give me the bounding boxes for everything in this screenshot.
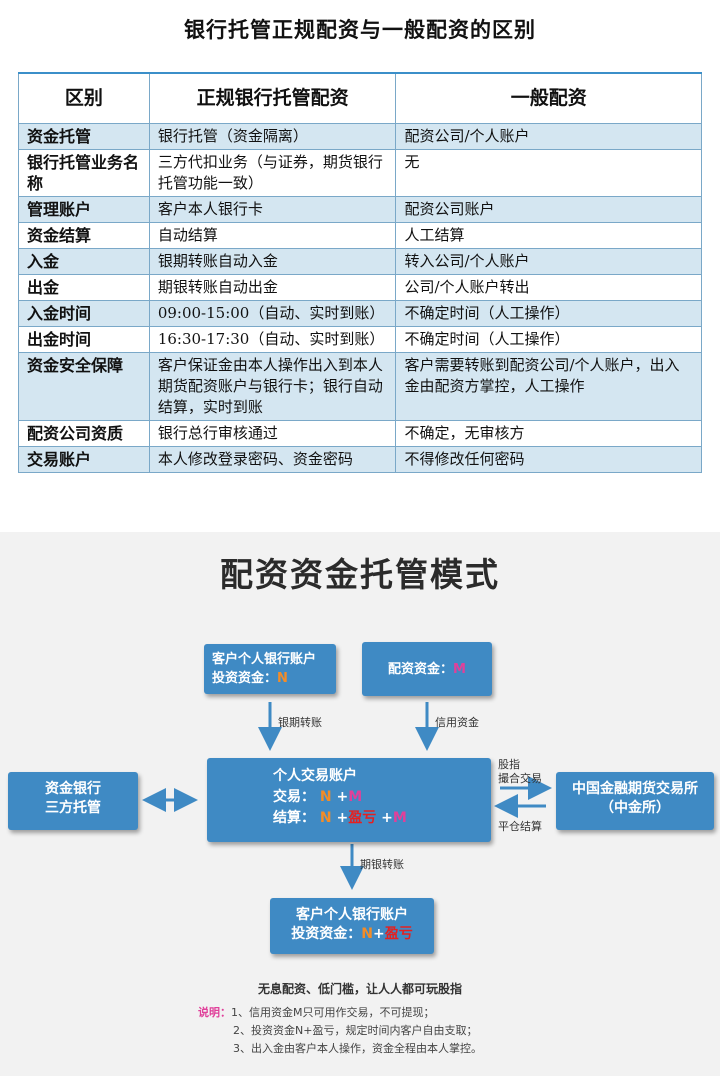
- label-stock-index: 股指: [498, 758, 520, 771]
- exchange-box: 中国金融期货交易所 （中金所）: [556, 772, 714, 830]
- row-label: 出金: [18, 273, 150, 301]
- comparison-title: 银行托管正规配资与一般配资的区别: [184, 17, 536, 42]
- row-bank-value: 三方代扣业务（与证券，期货银行托管功能一致）: [148, 148, 397, 197]
- note-item-1: 1、信用资金M只可用作交易，不可提现；: [231, 1006, 435, 1019]
- settle-profit-loss: 盈亏: [348, 810, 377, 826]
- table-row: 入金时间 09:00-15:00（自动、实时到账） 不确定时间（人工操作）: [18, 299, 702, 327]
- trade-label: 交易：: [273, 789, 315, 805]
- custody-bank-line1: 资金银行: [45, 781, 101, 797]
- row-bank-value: 16:30-17:30（自动、实时到账）: [148, 325, 397, 353]
- label-close-settlement: 平仓结算: [498, 820, 542, 833]
- result-box-plus: +: [372, 926, 385, 942]
- trade-m: M: [348, 789, 363, 805]
- exchange-line2: （中金所）: [600, 800, 670, 816]
- client-box-title: 客户个人银行账户: [212, 652, 317, 667]
- row-general-value: 人工结算: [395, 221, 702, 249]
- result-box-label: 投资资金：: [291, 926, 362, 942]
- table-row: 资金安全保障 客户保证金由本人操作出入到本人期货配资账户与银行卡；银行自动结算，…: [18, 351, 702, 421]
- row-general-value: 配资公司/个人账户: [395, 122, 702, 150]
- funding-box: 配资资金：M: [362, 642, 492, 696]
- row-bank-value: 银期转账自动入金: [148, 247, 397, 275]
- trade-n: N: [319, 789, 332, 805]
- row-label: 入金时间: [18, 299, 150, 327]
- row-bank-value: 自动结算: [148, 221, 397, 249]
- row-bank-value: 09:00-15:00（自动、实时到账）: [148, 299, 397, 327]
- row-label: 资金安全保障: [18, 351, 150, 421]
- row-label: 入金: [18, 247, 150, 275]
- note-item-3: 3、出入金由客户本人操作，资金全程由本人掌控。: [233, 1042, 482, 1055]
- diagram-title: 配资资金托管模式: [220, 555, 500, 594]
- row-label: 交易账户: [18, 445, 150, 473]
- row-label: 配资公司资质: [18, 419, 150, 447]
- header-difference: 区别: [18, 72, 150, 124]
- client-box-n: N: [277, 671, 288, 686]
- row-general-value: 不确定时间（人工操作）: [395, 325, 702, 353]
- table-row: 出金 期银转账自动出金 公司/个人账户转出: [18, 273, 702, 301]
- label-credit-funds: 信用资金: [435, 716, 479, 729]
- table-row: 出金时间 16:30-17:30（自动、实时到账） 不确定时间（人工操作）: [18, 325, 702, 353]
- header-general: 一般配资: [395, 72, 702, 124]
- settle-m: M: [392, 810, 407, 826]
- trading-account-title: 个人交易账户: [273, 768, 357, 784]
- table-row: 配资公司资质 银行总行审核通过 不确定，无审核方: [18, 419, 702, 447]
- table-row: 资金结算 自动结算 人工结算: [18, 221, 702, 249]
- exchange-line1: 中国金融期货交易所: [572, 781, 698, 797]
- table-row: 银行托管业务名称 三方代扣业务（与证券，期货银行托管功能一致） 无: [18, 148, 702, 197]
- result-box-n: N: [361, 926, 373, 942]
- row-general-value: 转入公司/个人账户: [395, 247, 702, 275]
- row-label: 出金时间: [18, 325, 150, 353]
- label-matching-trade: 撮合交易: [498, 772, 542, 785]
- custody-bank-box: 资金银行 三方托管: [8, 772, 138, 830]
- notes-lead: 说明：: [198, 1006, 231, 1019]
- row-general-value: 客户需要转账到配资公司/个人账户，出入金由配资方掌控，人工操作: [395, 351, 702, 421]
- row-label: 资金托管: [18, 122, 150, 150]
- trade-plus: +: [336, 789, 349, 805]
- result-bank-account-box: 客户个人银行账户 投资资金：N+盈亏: [270, 898, 434, 954]
- custody-bank-line2: 三方托管: [45, 800, 101, 816]
- row-label: 银行托管业务名称: [18, 148, 150, 197]
- comparison-section: 银行托管正规配资与一般配资的区别 区别 正规银行托管配资 一般配资 资金托管 银…: [0, 0, 720, 524]
- diagram-arrows: [142, 702, 552, 890]
- row-general-value: 无: [395, 148, 702, 197]
- row-label: 资金结算: [18, 221, 150, 249]
- funding-box-m: M: [453, 661, 466, 677]
- table-row: 交易账户 本人修改登录密码、资金密码 不得修改任何密码: [18, 445, 702, 473]
- result-box-profit-loss: 盈亏: [384, 926, 413, 942]
- row-general-value: 公司/个人账户转出: [395, 273, 702, 301]
- settle-plus-2: +: [381, 810, 393, 826]
- row-bank-value: 期银转账自动出金: [148, 273, 397, 301]
- diagram-slogan: 无息配资、低门槛，让人人都可玩股指: [257, 982, 462, 996]
- result-box-title: 客户个人银行账户: [296, 907, 408, 923]
- row-label: 管理账户: [18, 195, 150, 223]
- row-bank-value: 客户保证金由本人操作出入到本人期货配资账户与银行卡；银行自动结算，实时到账: [148, 351, 397, 421]
- settle-plus-1: +: [336, 810, 349, 826]
- comparison-table: 区别 正规银行托管配资 一般配资 资金托管 银行托管（资金隔离） 配资公司/个人…: [18, 72, 702, 473]
- client-box-label: 投资资金：: [212, 671, 278, 686]
- header-bank-custody: 正规银行托管配资: [148, 72, 397, 124]
- trading-account-box: 个人交易账户 交易： N +M 结算： N +盈亏 +M: [207, 758, 491, 842]
- row-general-value: 不确定，无审核方: [395, 419, 702, 447]
- row-general-value: 配资公司账户: [395, 195, 702, 223]
- row-bank-value: 银行总行审核通过: [148, 419, 397, 447]
- row-bank-value: 本人修改登录密码、资金密码: [148, 445, 397, 473]
- table-row: 资金托管 银行托管（资金隔离） 配资公司/个人账户: [18, 122, 702, 150]
- note-item-2: 2、投资资金N+盈亏，规定时间内客户自由支取；: [233, 1024, 478, 1037]
- label-bank-to-futures: 银期转账: [278, 716, 322, 729]
- table-header-row: 区别 正规银行托管配资 一般配资: [18, 72, 702, 124]
- funding-box-label: 配资资金：: [388, 661, 454, 677]
- row-general-value: 不得修改任何密码: [395, 445, 702, 473]
- table-row: 入金 银期转账自动入金 转入公司/个人账户: [18, 247, 702, 275]
- row-bank-value: 银行托管（资金隔离）: [148, 122, 397, 150]
- client-bank-account-box: 客户个人银行账户 投资资金：N: [204, 644, 336, 694]
- custody-diagram-section: 配资资金托管模式 客户个人银行账户 投资资金：N 配资资金：M 银期转账 信用资…: [0, 532, 720, 1076]
- row-general-value: 不确定时间（人工操作）: [395, 299, 702, 327]
- settle-label: 结算：: [273, 810, 315, 826]
- settle-n: N: [319, 810, 332, 826]
- label-futures-to-bank: 期银转账: [360, 858, 404, 871]
- row-bank-value: 客户本人银行卡: [148, 195, 397, 223]
- table-row: 管理账户 客户本人银行卡 配资公司账户: [18, 195, 702, 223]
